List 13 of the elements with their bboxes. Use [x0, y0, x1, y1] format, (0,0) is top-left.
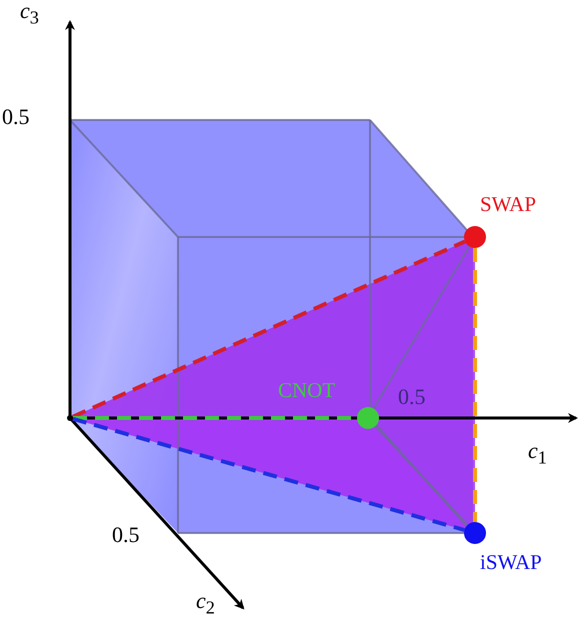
tick-label: 0.5: [398, 386, 426, 408]
tick-label: 0.5: [112, 524, 140, 546]
dashed-line: [473, 248, 477, 522]
point-marker: [67, 415, 73, 421]
point-label: iSWAP: [480, 552, 542, 573]
axis-label: c$_{1}$: [528, 440, 547, 467]
axis-label: c$_{3}$: [20, 0, 39, 27]
point-label: SWAP: [480, 194, 536, 215]
point-label: CNOT: [278, 380, 336, 401]
axis-label: c$_{2}$: [196, 590, 215, 617]
dashed-line: [72, 240, 466, 419]
tick-label: 0.5: [2, 106, 30, 128]
dashed-line: [72, 416, 465, 532]
